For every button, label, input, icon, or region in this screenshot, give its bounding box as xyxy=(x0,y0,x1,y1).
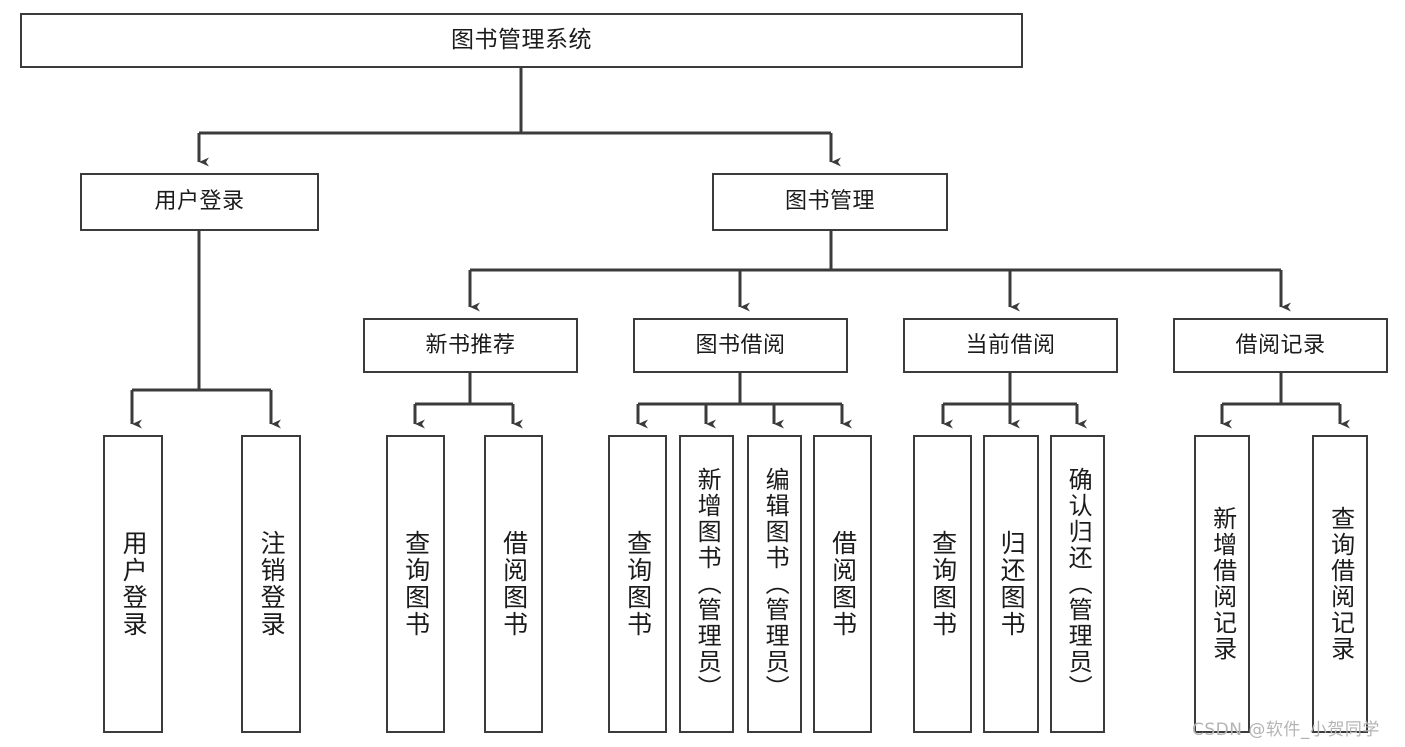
leaf-new-book-query-book[interactable]: 查询图书 xyxy=(386,435,445,733)
node-label: 图书借阅 xyxy=(695,332,786,358)
node-label: 新增借阅记录 xyxy=(1208,506,1237,662)
node-label: 新书推荐 xyxy=(425,332,516,358)
node-label: 编辑图书（管理员） xyxy=(761,467,790,701)
leaf-book-borrow-query-book[interactable]: 查询图书 xyxy=(608,435,667,733)
leaf-book-borrow-edit-book-admin[interactable]: 编辑图书（管理员） xyxy=(747,435,802,733)
node-label: 当前借阅 xyxy=(965,332,1056,358)
node-book-management[interactable]: 图书管理 xyxy=(712,173,948,231)
leaf-current-borrow-confirm-return-admin[interactable]: 确认归还（管理员） xyxy=(1050,435,1105,733)
node-label: 新增图书（管理员） xyxy=(693,467,722,701)
node-new-book-recommend[interactable]: 新书推荐 xyxy=(363,318,578,373)
node-book-borrow[interactable]: 图书借阅 xyxy=(633,318,848,373)
leaf-current-borrow-return-book[interactable]: 归还图书 xyxy=(983,435,1039,733)
node-label: 借阅记录 xyxy=(1235,332,1326,358)
leaf-current-borrow-query-book[interactable]: 查询图书 xyxy=(913,435,972,733)
node-label: 图书管理 xyxy=(784,189,875,215)
node-label: 用户登录 xyxy=(119,530,149,638)
node-borrow-record[interactable]: 借阅记录 xyxy=(1173,318,1388,373)
node-label: 借阅图书 xyxy=(499,530,529,638)
node-label: 查询图书 xyxy=(401,530,431,638)
leaf-borrow-record-add-record[interactable]: 新增借阅记录 xyxy=(1194,435,1250,733)
node-label: 确认归还（管理员） xyxy=(1064,467,1093,701)
node-label: 注销登录 xyxy=(257,530,287,638)
csdn-watermark: CSDN @软件_小贺同学 xyxy=(1192,720,1380,740)
node-root-system[interactable]: 图书管理系统 xyxy=(20,13,1023,68)
node-label: 归还图书 xyxy=(997,530,1027,638)
node-current-borrow[interactable]: 当前借阅 xyxy=(903,318,1118,373)
leaf-book-borrow-add-book-admin[interactable]: 新增图书（管理员） xyxy=(679,435,734,733)
leaf-book-borrow-borrow-book[interactable]: 借阅图书 xyxy=(813,435,872,733)
node-label: 用户登录 xyxy=(154,189,245,215)
leaf-user-login-logout[interactable]: 注销登录 xyxy=(241,435,301,733)
leaf-new-book-borrow-book[interactable]: 借阅图书 xyxy=(484,435,543,733)
node-label: 借阅图书 xyxy=(828,530,858,638)
node-label: 查询借阅记录 xyxy=(1326,506,1355,662)
node-user-login[interactable]: 用户登录 xyxy=(80,173,319,231)
node-label: 查询图书 xyxy=(623,530,653,638)
leaf-user-login-login[interactable]: 用户登录 xyxy=(103,435,163,733)
node-label: 查询图书 xyxy=(928,530,958,638)
node-label: 图书管理系统 xyxy=(451,27,592,54)
leaf-borrow-record-query-record[interactable]: 查询借阅记录 xyxy=(1312,435,1368,733)
